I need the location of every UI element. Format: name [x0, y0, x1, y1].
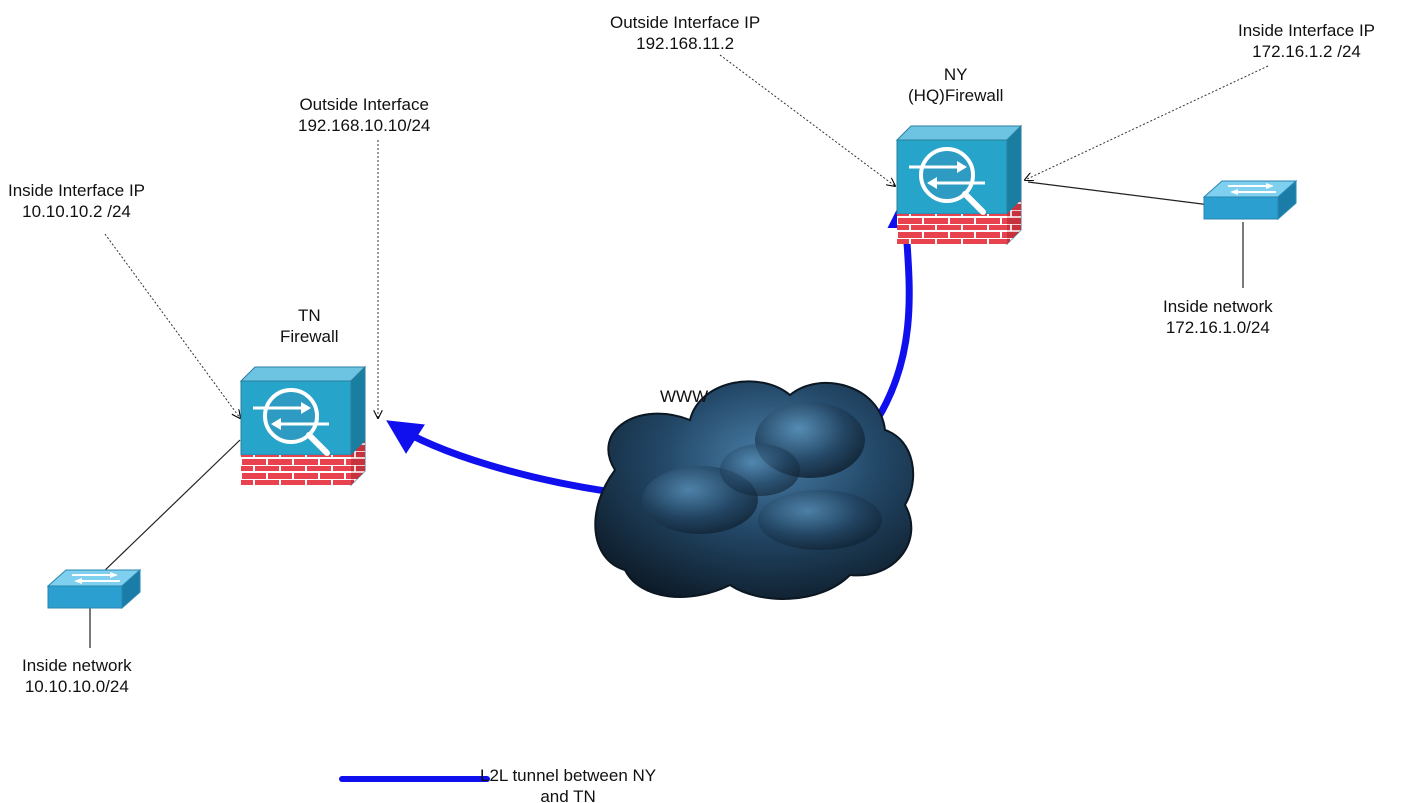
ny-firewall-label: NY (HQ)Firewall: [908, 64, 1003, 106]
ny-inside-pointer: [1025, 65, 1269, 180]
tn-outside-label-title: Outside Interface: [299, 95, 429, 114]
tn-network-label-title: Inside network: [22, 656, 132, 675]
tn-inside-label: Inside Interface IP 10.10.10.2 /24: [8, 180, 145, 222]
ny-network-label-subnet: 172.16.1.0/24: [1165, 318, 1270, 337]
ny-firewall-label-site: NY: [943, 65, 968, 84]
tn-inside-label-title: Inside Interface IP: [8, 181, 146, 200]
tn-firewall-label-name: Firewall: [280, 327, 339, 346]
tunnel-to-tn: [386, 420, 613, 496]
lan-links: [89, 181, 1244, 648]
tn-firewall-icon: [241, 367, 365, 485]
tn-inside-pointer: [104, 233, 240, 418]
cloud-label-text: WWW: [660, 387, 709, 406]
tn-switch-icon: [47, 569, 141, 609]
tn-switch-link: [99, 439, 241, 576]
ny-firewall-icon: [897, 126, 1021, 244]
tn-inside-label-ip: 10.10.10.2 /24: [22, 202, 131, 221]
ny-outside-label: Outside Interface IP 192.168.11.2: [610, 12, 760, 54]
ny-firewall-label-name: (HQ)Firewall: [908, 86, 1004, 105]
tn-firewall-label-site: TN: [297, 306, 321, 325]
ny-outside-label-ip: 192.168.11.2: [636, 34, 735, 53]
ny-inside-label-title: Inside Interface IP: [1238, 21, 1376, 40]
legend-label-line1: L2L tunnel between NY: [480, 766, 657, 785]
ny-switch-icon: [1203, 180, 1297, 220]
tn-outside-label: Outside Interface 192.168.10.10/24: [298, 94, 430, 136]
ny-switch-link: [1027, 181, 1211, 206]
tn-outside-label-ip: 192.168.10.10/24: [298, 116, 431, 135]
ny-outside-pointer: [719, 54, 895, 186]
tn-network-label-subnet: 10.10.10.0/24: [24, 677, 129, 696]
ny-network-label-title: Inside network: [1163, 297, 1273, 316]
tn-network-label: Inside network 10.10.10.0/24: [22, 655, 132, 697]
legend-label: L2L tunnel between NY and TN: [480, 765, 656, 803]
ny-outside-label-title: Outside Interface IP: [610, 13, 761, 32]
ny-inside-label: Inside Interface IP 172.16.1.2 /24: [1238, 20, 1375, 62]
pointer-lines: [104, 54, 1269, 418]
legend-label-line2: and TN: [540, 787, 596, 803]
tn-firewall-label: TN Firewall: [280, 305, 339, 347]
ny-network-label: Inside network 172.16.1.0/24: [1163, 296, 1273, 338]
cloud-label: WWW: [660, 386, 708, 407]
ny-inside-label-ip: 172.16.1.2 /24: [1252, 42, 1361, 61]
cloud-icon: [594, 380, 915, 600]
